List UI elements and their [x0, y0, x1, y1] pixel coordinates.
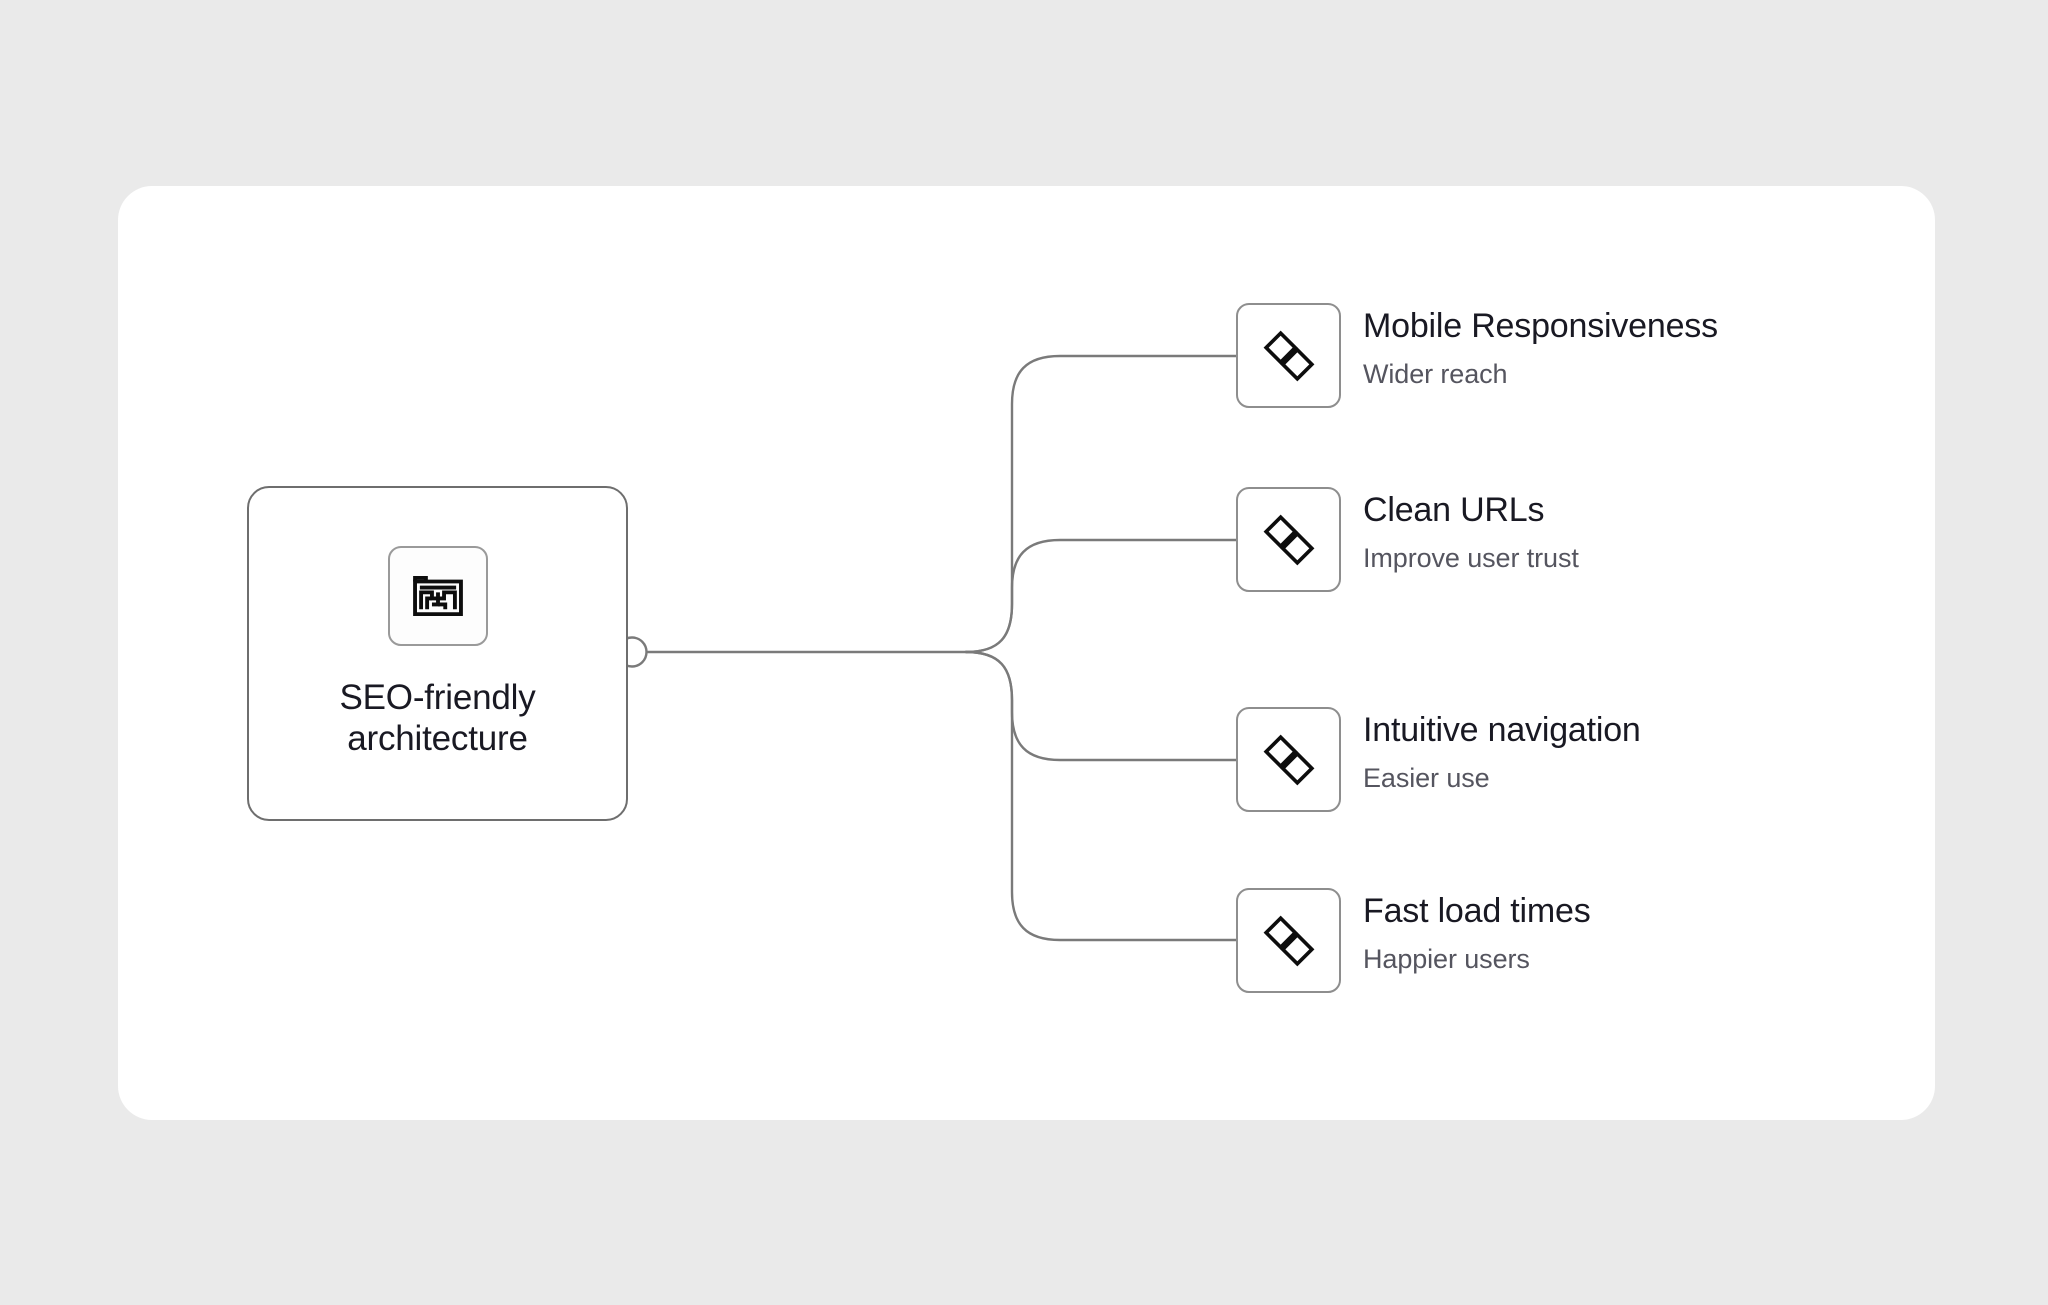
branch-title-2: Clean URLs	[1363, 491, 1545, 529]
branch-item-4[interactable]: Fast load times Happier users	[1236, 888, 1591, 993]
branch-text-2: Clean URLs Improve user trust	[1363, 487, 1579, 573]
branch-text-4: Fast load times Happier users	[1363, 888, 1591, 974]
folder-sitemap-icon	[412, 575, 463, 617]
branch-item-3[interactable]: Intuitive navigation Easier use	[1236, 707, 1641, 812]
branch-title-3: Intuitive navigation	[1363, 711, 1641, 749]
branch-icon-box-3	[1236, 707, 1341, 812]
branch-text-1: Mobile Responsiveness Wider reach	[1363, 303, 1718, 389]
branch-title-1: Mobile Responsiveness	[1363, 307, 1718, 345]
root-node-label: SEO-friendly architecture	[339, 678, 536, 759]
root-node[interactable]: SEO-friendly architecture	[247, 486, 628, 821]
branch-subtitle-2: Improve user trust	[1363, 543, 1579, 574]
double-diamond-icon	[1263, 514, 1314, 565]
branch-subtitle-1: Wider reach	[1363, 359, 1508, 390]
double-diamond-icon	[1263, 330, 1314, 381]
root-icon-box	[387, 546, 488, 646]
branch-text-3: Intuitive navigation Easier use	[1363, 707, 1641, 793]
branch-subtitle-4: Happier users	[1363, 944, 1530, 975]
branch-subtitle-3: Easier use	[1363, 763, 1490, 794]
double-diamond-icon	[1263, 734, 1314, 785]
branch-item-2[interactable]: Clean URLs Improve user trust	[1236, 487, 1579, 592]
branch-icon-box-4	[1236, 888, 1341, 993]
branch-icon-box-2	[1236, 487, 1341, 592]
branch-title-4: Fast load times	[1363, 892, 1591, 930]
double-diamond-icon	[1263, 915, 1314, 966]
branch-icon-box-1	[1236, 303, 1341, 408]
branch-item-1[interactable]: Mobile Responsiveness Wider reach	[1236, 303, 1718, 408]
